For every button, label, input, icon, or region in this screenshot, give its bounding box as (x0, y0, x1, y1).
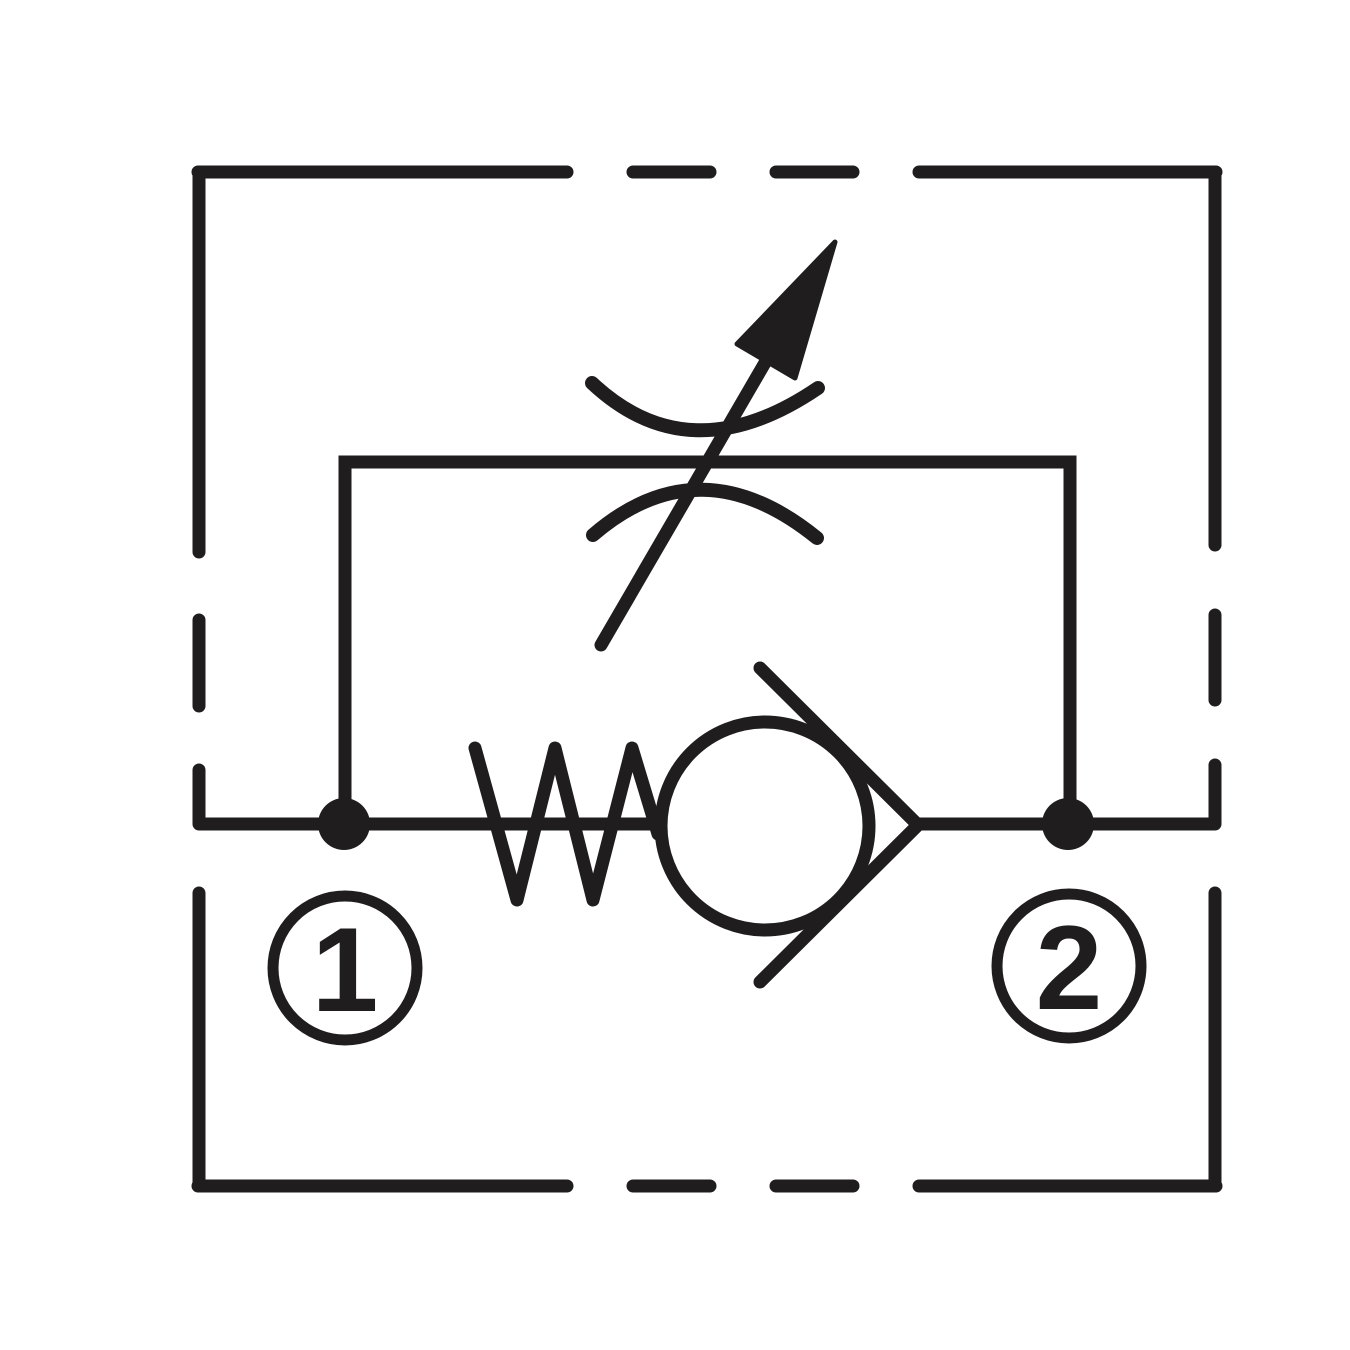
adjustable-restrictor-icon (585, 239, 838, 652)
port-1-circle (267, 890, 423, 1046)
check-valve-seat-icon (753, 661, 928, 989)
port-2-circle (991, 888, 1147, 1044)
port-2-label: 2 (1036, 901, 1103, 1035)
junction-dot-right (1042, 798, 1094, 850)
restrictor-lower-arc (586, 482, 824, 545)
port-1-label: 1 (312, 903, 379, 1037)
restrictor-arrow-head-icon (734, 239, 838, 381)
junction-dot-left (318, 798, 370, 850)
restrictor-upper-arc (585, 376, 825, 438)
port-1-symbol: 1 (267, 890, 423, 1046)
spring-zigzag-icon (468, 741, 665, 907)
schematic-ink: 1 2 (191, 165, 1223, 1193)
envelope-dashed-border-icon (191, 165, 1223, 1193)
check-valve-circle-icon (654, 715, 876, 937)
restrictor-arrow-shaft (594, 354, 773, 652)
port-2-symbol: 2 (991, 888, 1147, 1044)
